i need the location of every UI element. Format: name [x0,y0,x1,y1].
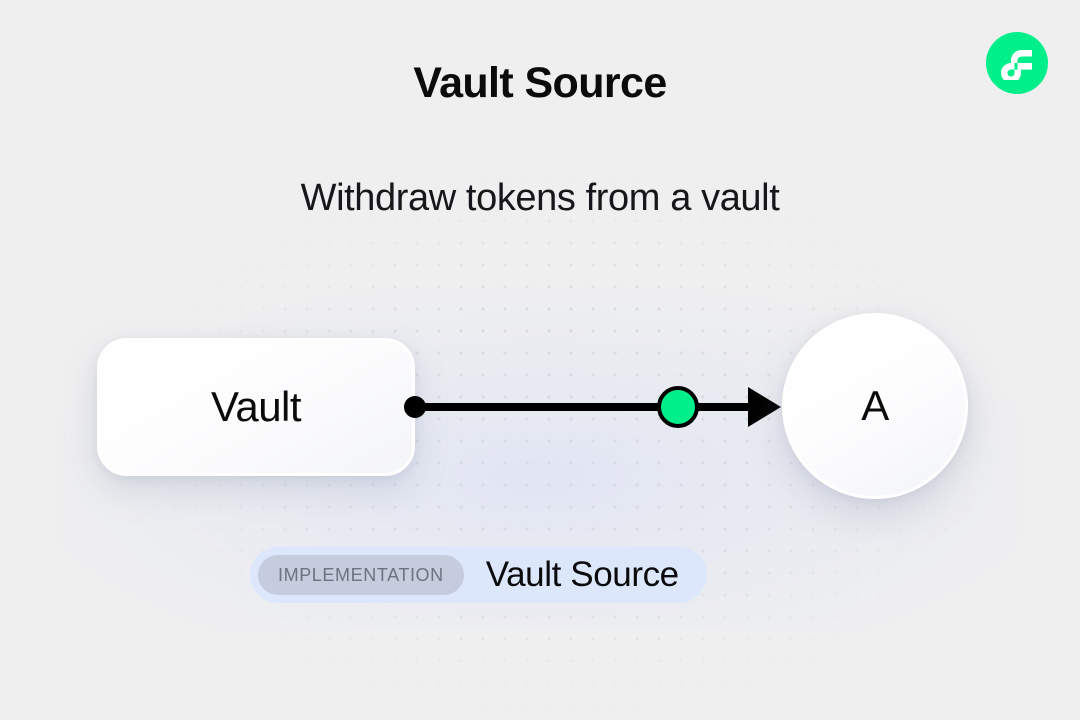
node-vault[interactable]: Vault [97,338,415,476]
page-title: Vault Source [413,59,667,107]
edge-arrowhead-icon [748,387,781,427]
edge-marker-dot[interactable] [657,386,699,428]
implementation-badge[interactable]: IMPLEMENTATION Vault Source [250,547,707,603]
edge-line[interactable] [415,403,765,411]
implementation-name: Vault Source [485,555,679,594]
node-vault-label: Vault [210,383,302,430]
implementation-chip-label: IMPLEMENTATION [258,555,464,595]
node-a-label: A [861,382,889,429]
page-subtitle: Withdraw tokens from a vault [300,177,780,219]
node-a[interactable]: A [782,313,968,499]
flow-logo [986,32,1048,94]
